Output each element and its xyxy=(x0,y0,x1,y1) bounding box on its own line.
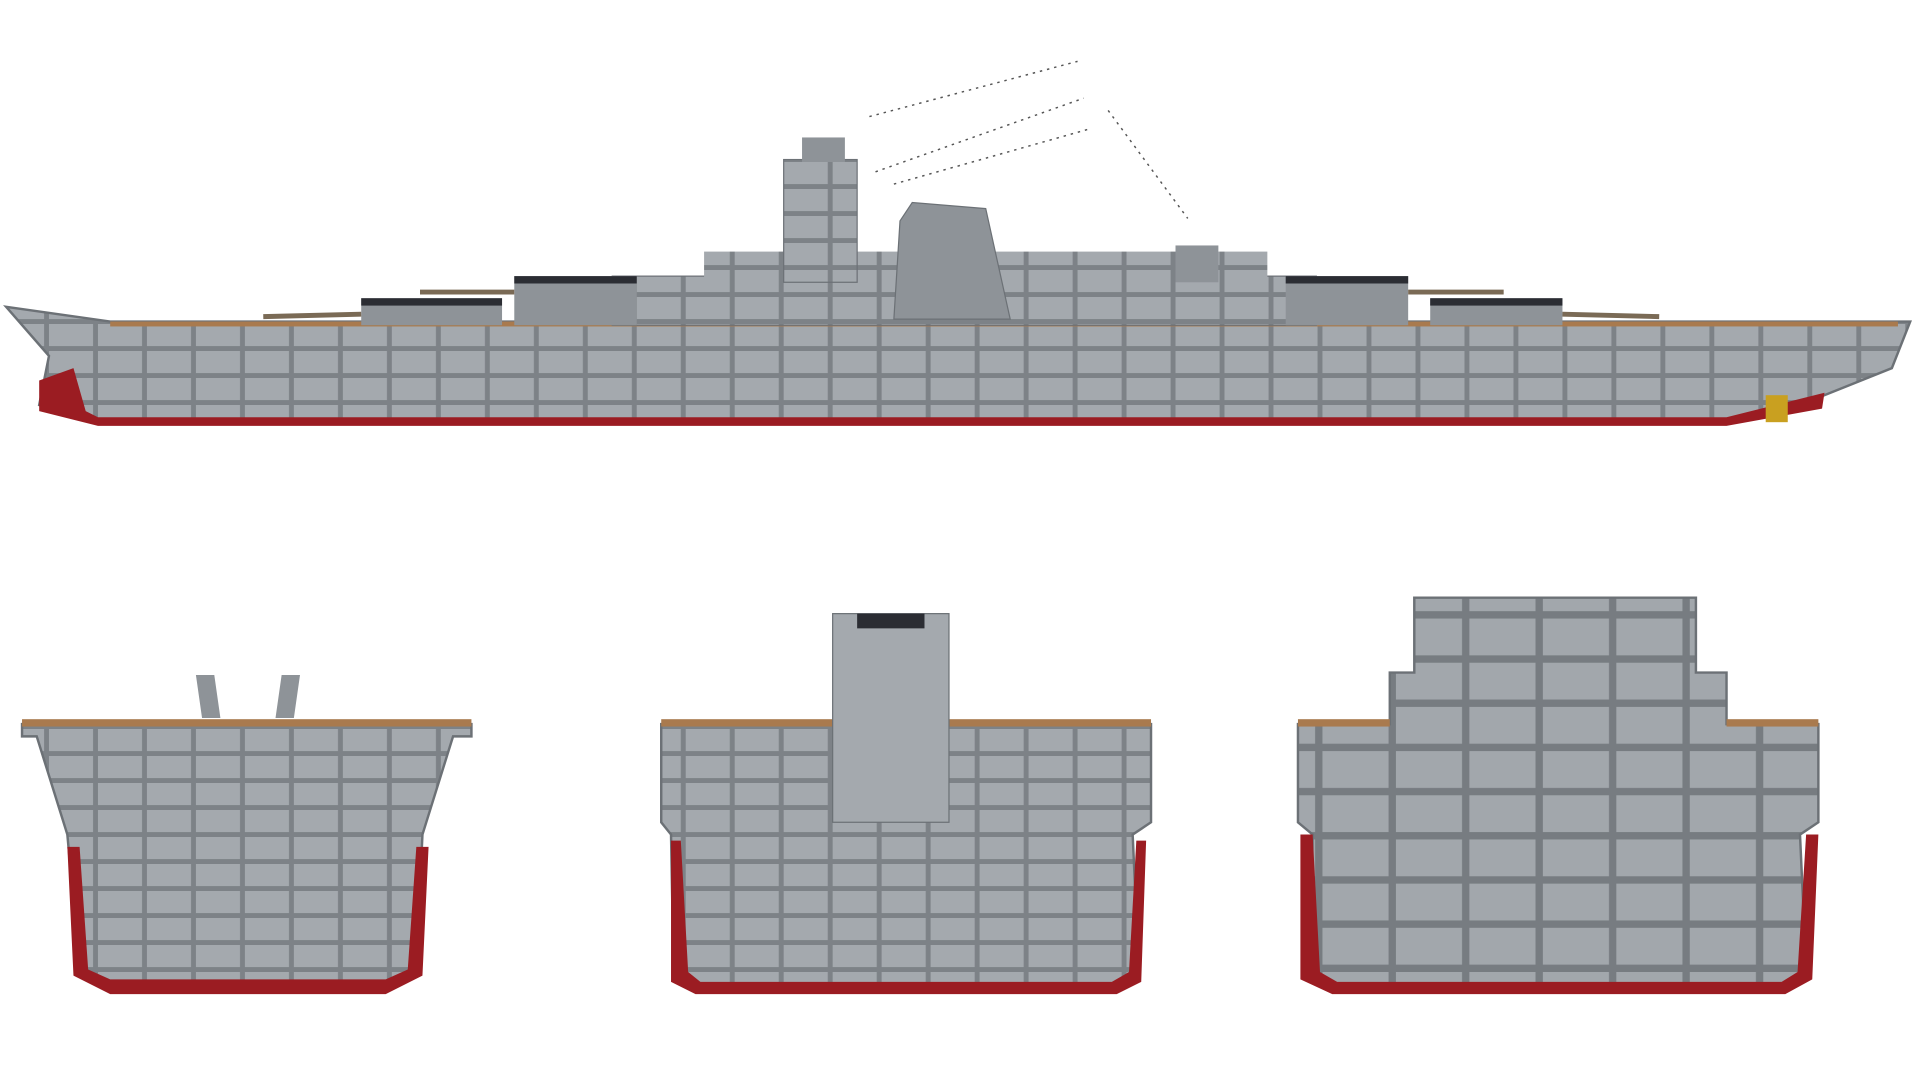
gun-barrels xyxy=(263,289,1660,320)
cross-section-bow xyxy=(20,675,473,995)
conning-tower xyxy=(783,158,858,283)
antifouling-stripe xyxy=(39,368,1825,426)
rudder xyxy=(1765,395,1788,423)
funnel xyxy=(893,201,1011,320)
fire-control-top xyxy=(802,137,845,162)
main-turrets xyxy=(361,276,1563,326)
cross-section-midship xyxy=(1296,596,1820,995)
rigging-lines xyxy=(869,60,1189,219)
aft-tower xyxy=(1175,245,1219,283)
cross-section-superstructure xyxy=(660,613,1153,995)
side-cutaway-view xyxy=(3,60,1913,426)
